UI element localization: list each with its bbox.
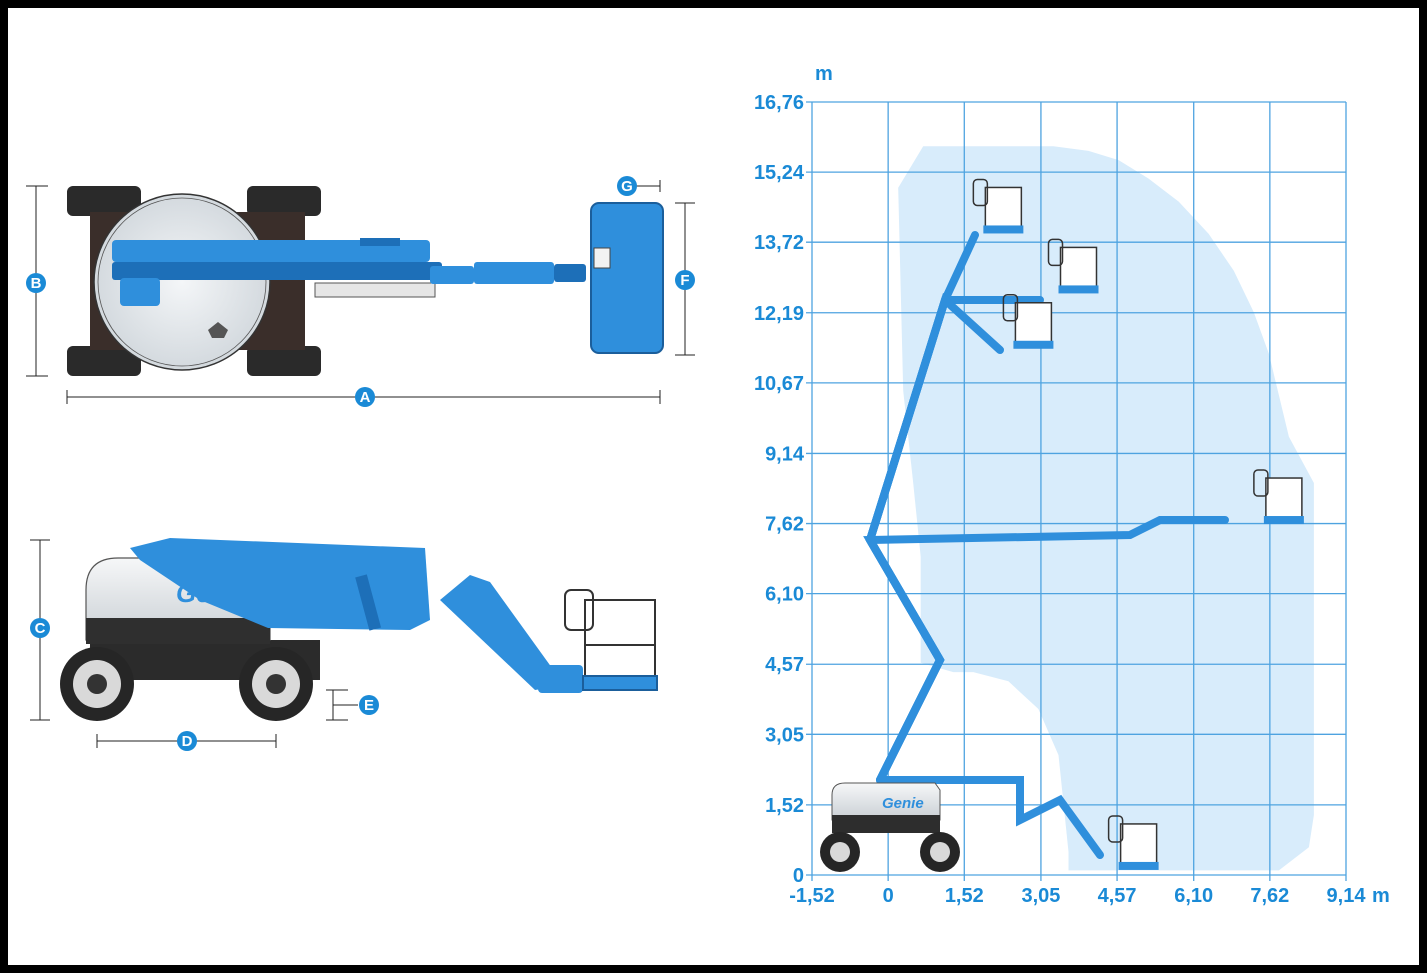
chart-carrier-brand-logo: Genie [882,795,924,812]
top-view-turntable [93,193,271,371]
badge-b: B [26,273,46,293]
side-view-drawing: Genie [60,538,658,721]
x-tick-label: 6,10 [1174,885,1213,907]
y-tick-label: 9,14 [765,443,805,465]
working-envelope-area [898,146,1314,871]
top-view-boom [112,238,586,338]
x-tick-label: 3,05 [1021,885,1060,907]
badge-e: E [359,695,379,715]
y-tick-label: 12,19 [754,303,804,325]
platform-basket-4 [1253,469,1304,525]
x-tick-label: 9,14 [1327,885,1367,907]
svg-text:E: E [364,697,374,714]
side-view-boom [130,538,583,693]
y-tick-label: 6,10 [765,584,804,606]
chart-carrier: Genie [820,782,960,872]
y-axis-ticks: 0 1,52 3,05 4,57 6,10 7,62 9,14 10,67 12,19 13,72… [754,92,805,887]
y-tick-label: 0 [793,865,804,887]
svg-text:D: D [182,733,193,750]
boom-position-lines [863,231,1229,859]
svg-text:B: B [31,275,42,292]
y-axis-unit-label: m [815,63,833,85]
svg-text:F: F [680,272,689,289]
x-axis-unit-label: m [1372,885,1390,907]
svg-text:G: G [621,178,633,195]
x-tick-label: 4,57 [1098,885,1137,907]
platform-positions [972,178,1304,870]
platform-basket-2 [1047,238,1099,294]
x-tick-label: 1,52 [945,885,984,907]
side-view-wheels [60,647,313,721]
x-axis-ticks: -1,52 0 1,52 3,05 4,57 6,10 7,62 9,14 [789,885,1366,907]
y-tick-label: 7,62 [765,514,804,536]
badge-f: F [675,270,695,290]
top-view-drawing [67,186,664,376]
dimension-badges: A B C D E F G [26,176,695,751]
svg-text:C: C [35,620,46,637]
x-tick-label: -1,52 [789,885,835,907]
side-view-basket [564,589,658,691]
svg-text:A: A [360,389,371,406]
platform-basket-1 [972,178,1024,234]
top-view-tyres [67,186,321,376]
y-tick-label: 10,67 [754,373,804,395]
platform-basket-3 [1002,294,1054,349]
x-tick-label: 0 [883,885,894,907]
chart-grid [806,101,1347,881]
y-tick-label: 13,72 [754,232,804,254]
y-tick-label: 3,05 [765,724,804,746]
top-view-platform [590,202,664,354]
badge-c: C [30,618,50,638]
y-tick-label: 16,76 [754,92,804,114]
y-tick-label: 4,57 [765,654,804,676]
y-tick-label: 1,52 [765,795,804,817]
y-tick-label: 15,24 [754,162,805,184]
badge-d: D [177,731,197,751]
badge-g: G [617,176,637,196]
x-tick-label: 7,62 [1250,885,1289,907]
badge-a: A [355,387,375,407]
platform-basket-5 [1107,815,1159,870]
